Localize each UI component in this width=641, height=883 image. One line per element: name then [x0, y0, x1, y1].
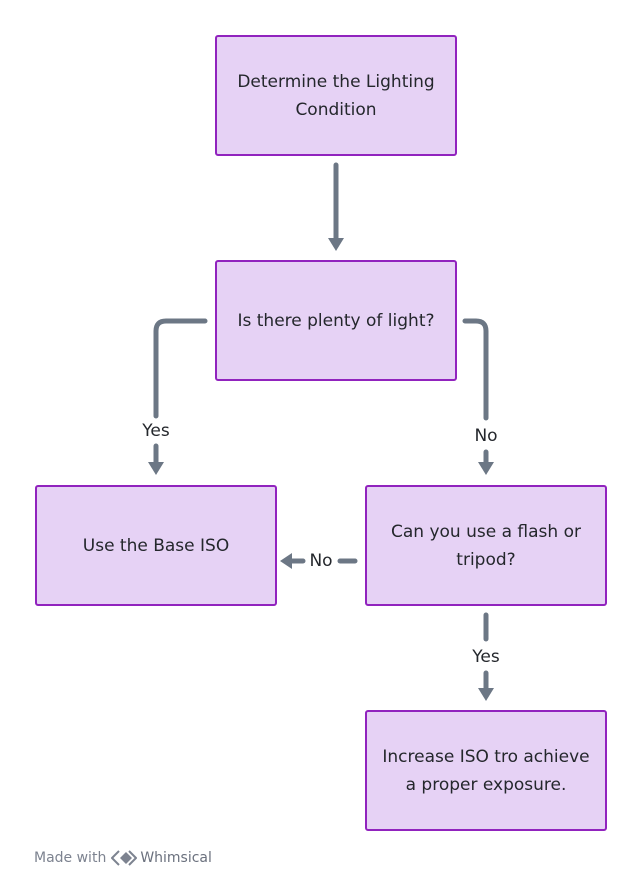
- node-use-base-iso[interactable]: Use the Base ISO: [35, 485, 277, 606]
- node-determine-lighting[interactable]: Determine the Lighting Condition: [215, 35, 457, 156]
- connector-plenty-no: [462, 318, 489, 421]
- node-plenty-of-light[interactable]: Is there plenty of light?: [215, 260, 457, 381]
- node-increase-iso-label: Increase ISO tro achieve a proper exposu…: [382, 746, 590, 795]
- made-with-label: Made with: [34, 850, 107, 866]
- edge-label-no-right: No: [473, 425, 499, 447]
- edge-label-yes-down: Yes: [471, 646, 501, 668]
- arrowhead-to-plenty: [328, 238, 344, 251]
- whimsical-brand-label: Whimsical: [140, 850, 212, 866]
- arrowhead-to-increase: [478, 688, 494, 701]
- whimsical-logo-icon: [111, 850, 138, 866]
- node-plenty-of-light-label: Is there plenty of light?: [237, 310, 435, 331]
- made-with-whimsical[interactable]: Made with Whimsical: [34, 846, 212, 870]
- arrowhead-to-flash: [478, 462, 494, 475]
- node-increase-iso[interactable]: Increase ISO tro achieve a proper exposu…: [365, 710, 607, 831]
- node-flash-or-tripod[interactable]: Can you use a flash or tripod?: [365, 485, 607, 606]
- edge-label-no-left: No: [308, 550, 334, 572]
- node-flash-or-tripod-label: Can you use a flash or tripod?: [391, 521, 581, 570]
- edge-label-yes-left: Yes: [141, 420, 171, 442]
- node-determine-lighting-label: Determine the Lighting Condition: [237, 71, 435, 120]
- connector-plenty-yes: [153, 318, 208, 419]
- arrowhead-no-left: [280, 553, 292, 569]
- arrowhead-to-base-iso: [148, 462, 164, 475]
- node-use-base-iso-label: Use the Base ISO: [82, 535, 230, 556]
